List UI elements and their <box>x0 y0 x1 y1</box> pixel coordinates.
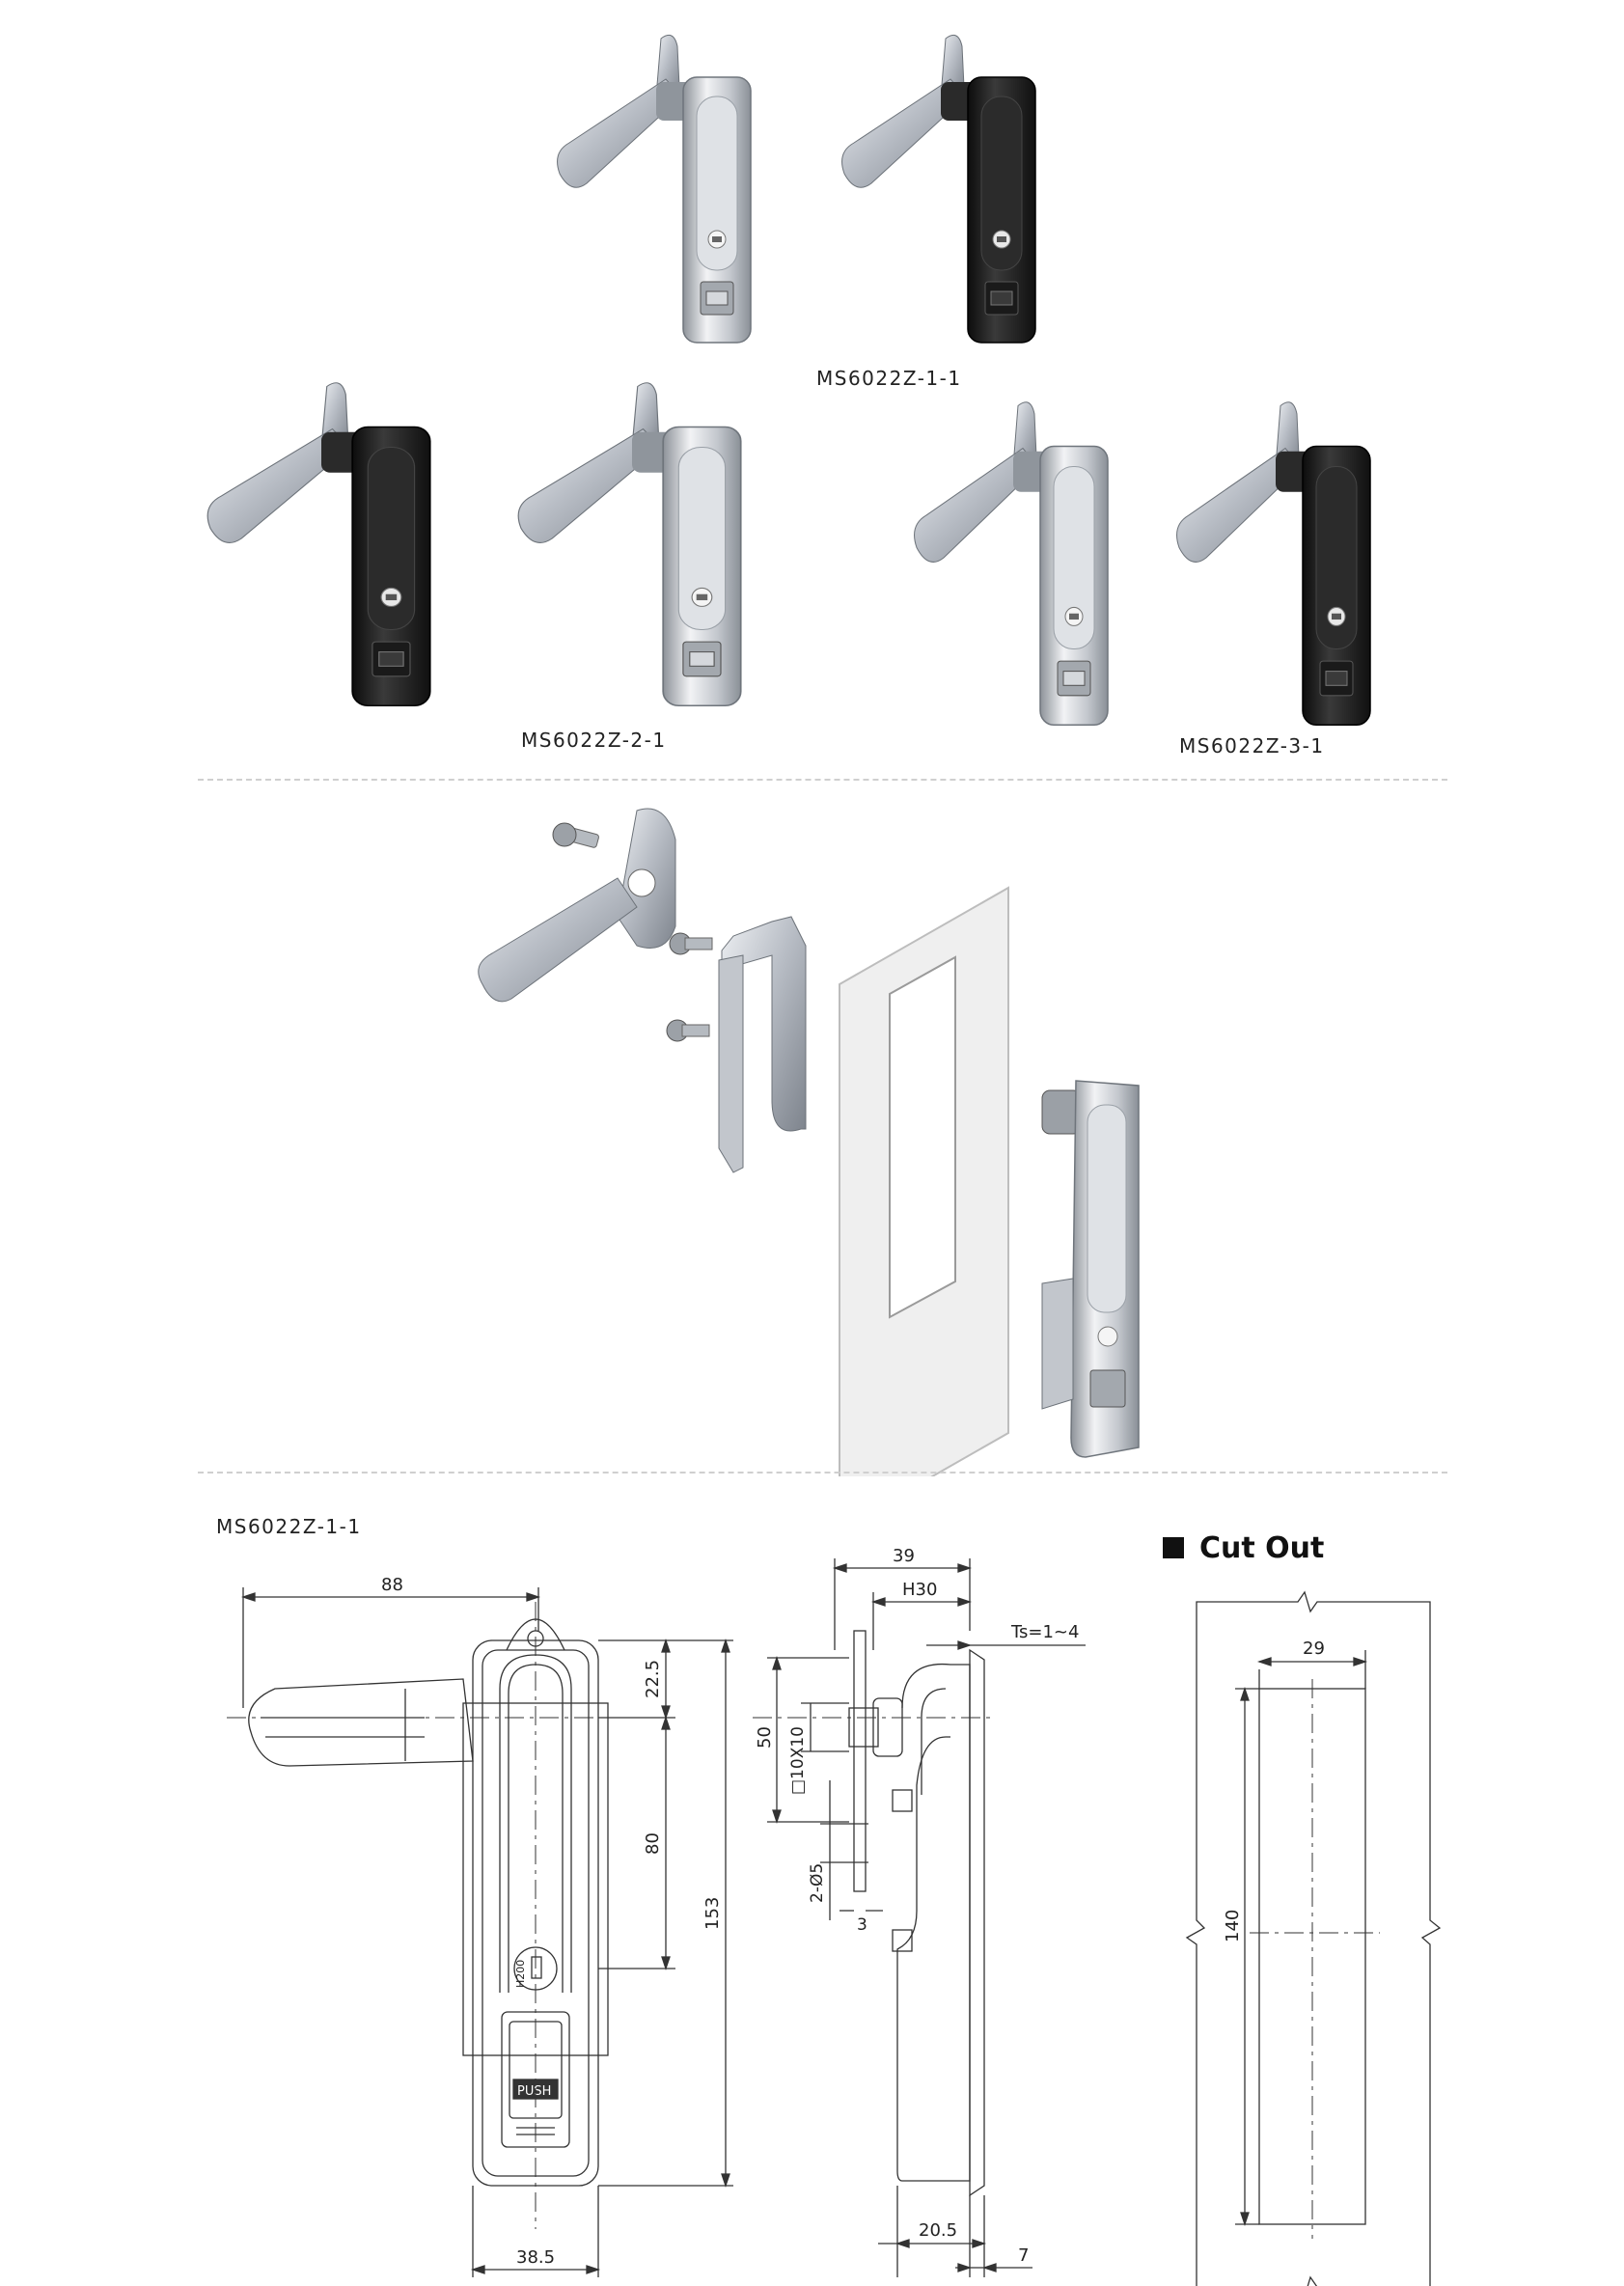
dim-29: 29 <box>1303 1639 1325 1659</box>
dim-80: 80 <box>643 1832 663 1855</box>
drawing-model-label: MS6022Z-1-1 <box>216 1515 362 1538</box>
dim-88: 88 <box>381 1575 403 1595</box>
dim-3: 3 <box>857 1915 867 1935</box>
dim-7: 7 <box>1018 2245 1029 2266</box>
product-label-1: MS6022Z-1-1 <box>816 367 962 390</box>
side-view: 39 H30 Ts=1~4 50 □10X10 <box>753 1546 1086 2277</box>
dim-38-5: 38.5 <box>516 2247 555 2268</box>
product-label-2: MS6022Z-2-1 <box>521 729 667 752</box>
screw-mid <box>669 932 713 955</box>
section-divider-2 <box>198 1472 1447 1474</box>
dim-39: 39 <box>893 1546 915 1566</box>
exploded-view <box>478 808 1140 1476</box>
lock-text: H200 <box>514 1960 527 1988</box>
product-photos <box>206 34 1371 727</box>
screw-top <box>552 822 599 848</box>
dim-22-5: 22.5 <box>643 1660 663 1698</box>
cutout-title-text: Cut Out <box>1199 1531 1325 1565</box>
dim-140: 140 <box>1223 1910 1243 1942</box>
push-text: PUSH <box>517 2084 551 2099</box>
section-divider <box>198 779 1447 781</box>
dim-50: 50 <box>755 1726 775 1749</box>
dim-holes: 2-Ø5 <box>808 1863 827 1903</box>
dim-20-5: 20.5 <box>919 2220 957 2241</box>
cutout-view: 29 140 <box>1185 1590 1442 2286</box>
cutout-title: Cut Out <box>1163 1531 1324 1565</box>
dim-153: 153 <box>702 1897 723 1930</box>
screw-low <box>666 1019 710 1042</box>
dim-ts: Ts=1~4 <box>1010 1622 1079 1642</box>
dim-square: □10X10 <box>788 1726 808 1795</box>
square-bullet-icon <box>1163 1537 1184 1558</box>
product-label-3: MS6022Z-3-1 <box>1179 734 1325 757</box>
technical-drawing: 88 H200 PUSH <box>227 1546 1442 2286</box>
dim-h30: H30 <box>902 1580 937 1600</box>
front-view: 88 H200 PUSH <box>227 1575 733 2277</box>
